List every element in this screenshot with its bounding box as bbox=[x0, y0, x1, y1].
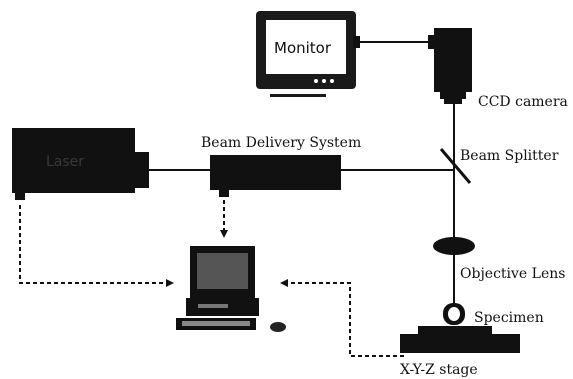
objective-lens-icon bbox=[433, 237, 475, 255]
stage-label: X-Y-Z stage bbox=[400, 362, 478, 378]
beam-delivery-label: Beam Delivery System bbox=[201, 135, 361, 151]
specimen-icon bbox=[443, 303, 465, 325]
laser-label: Laser bbox=[46, 154, 84, 170]
ccd-camera-label: CCD camera bbox=[478, 94, 568, 110]
beam-delivery-system-icon bbox=[210, 155, 341, 190]
stage-icon bbox=[400, 326, 520, 353]
monitor-camera-cable bbox=[353, 35, 434, 49]
control-link-stage-computer bbox=[280, 279, 404, 357]
monitor-label: Monitor bbox=[274, 39, 332, 57]
ccd-camera-icon bbox=[434, 28, 472, 104]
monitor-icon bbox=[256, 11, 356, 97]
computer-icon bbox=[176, 246, 259, 330]
beam-splitter-label: Beam Splitter bbox=[460, 148, 559, 164]
beam-delivery-port bbox=[219, 190, 229, 197]
objective-lens-label: Objective Lens bbox=[460, 266, 565, 282]
specimen-label: Specimen bbox=[474, 310, 544, 326]
beam-splitter-icon bbox=[439, 148, 472, 184]
laser-port bbox=[15, 193, 25, 200]
laser-icon bbox=[12, 128, 149, 193]
control-link-laser-computer bbox=[19, 205, 174, 287]
mouse-icon bbox=[270, 322, 286, 332]
